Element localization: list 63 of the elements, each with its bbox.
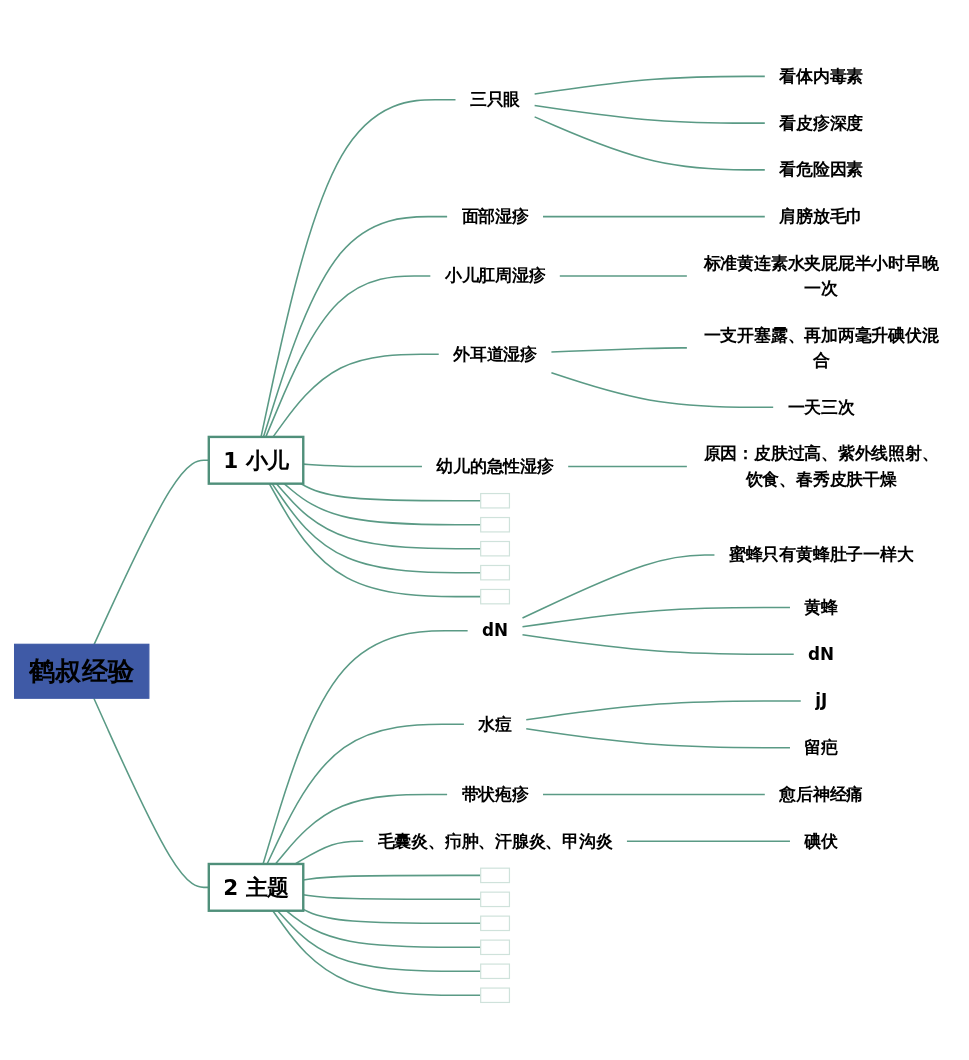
- connector: [566, 466, 688, 468]
- connector: [533, 116, 766, 172]
- node-text: 毛囊炎、疖肿、汗腺炎、甲沟炎: [377, 831, 613, 851]
- node-box: [479, 987, 510, 1004]
- connector: [541, 794, 766, 796]
- connector: [276, 910, 481, 973]
- node-box: [479, 517, 510, 533]
- node-text: 愈后神经痛: [778, 784, 863, 804]
- node-text: 幼儿的急性湿疹: [435, 456, 554, 477]
- node-text: 小儿肛周湿疹: [444, 266, 545, 286]
- node-text: 留疤: [803, 737, 838, 758]
- node-text: 看体内毒素: [778, 66, 863, 86]
- node-text: dN: [807, 644, 834, 664]
- node-text: 黄蜂: [803, 597, 838, 617]
- node-text: jJ: [814, 691, 827, 711]
- node-text: 外耳道湿疹: [452, 344, 537, 364]
- connector: [625, 840, 791, 843]
- connector: [524, 728, 791, 749]
- connector: [521, 607, 791, 629]
- connector: [541, 216, 766, 218]
- node-box: [479, 940, 510, 956]
- node-box: [479, 892, 510, 908]
- node-text: 三只眼: [469, 90, 520, 110]
- node-text: 肩膀放毛巾: [778, 206, 863, 227]
- connector: [302, 463, 423, 468]
- node-text: 一支开塞露、再加两毫升碘伏混合: [703, 325, 939, 370]
- connector: [302, 909, 481, 925]
- node-box: [479, 589, 510, 605]
- node-box: [479, 541, 510, 557]
- node-box: [13, 644, 149, 700]
- connector: [521, 634, 794, 656]
- connector: [299, 483, 481, 502]
- node-box: [207, 436, 304, 486]
- connector: [302, 894, 481, 901]
- node-text: 水痘: [477, 714, 512, 734]
- node-text: 一天三次: [787, 397, 855, 417]
- node-box: [479, 565, 510, 581]
- node-box: [207, 863, 304, 913]
- node-text: 标准黄连素水夹屁屁半小时早晚一次: [703, 253, 939, 299]
- node-box: [479, 493, 510, 510]
- connector: [550, 347, 688, 354]
- node-box: [479, 963, 510, 980]
- connector: [302, 875, 481, 882]
- node-text: 带状疱疹: [461, 784, 529, 804]
- connector: [521, 554, 715, 620]
- node-text: 原因：皮肤过高、紫外线照射、饮食、春秀皮肤干燥: [703, 444, 939, 489]
- node-text: 面部湿疹: [461, 206, 529, 227]
- node-text: 看皮疹深度: [778, 113, 863, 133]
- connector: [533, 76, 766, 96]
- connector: [533, 105, 766, 125]
- connector: [270, 483, 481, 574]
- connector: [550, 372, 774, 409]
- node-text: 看危险因素: [778, 160, 863, 180]
- node-box: [479, 868, 510, 884]
- connector: [268, 483, 481, 598]
- node-text: dN: [481, 621, 508, 641]
- connector: [524, 700, 802, 722]
- connector: [558, 275, 688, 278]
- connector: [271, 910, 481, 997]
- connector: [275, 483, 481, 550]
- node-box: [479, 916, 510, 932]
- node-text: 蜜蜂只有黄蜂肚子一样大: [728, 545, 913, 565]
- node-text: 碘伏: [803, 831, 838, 851]
